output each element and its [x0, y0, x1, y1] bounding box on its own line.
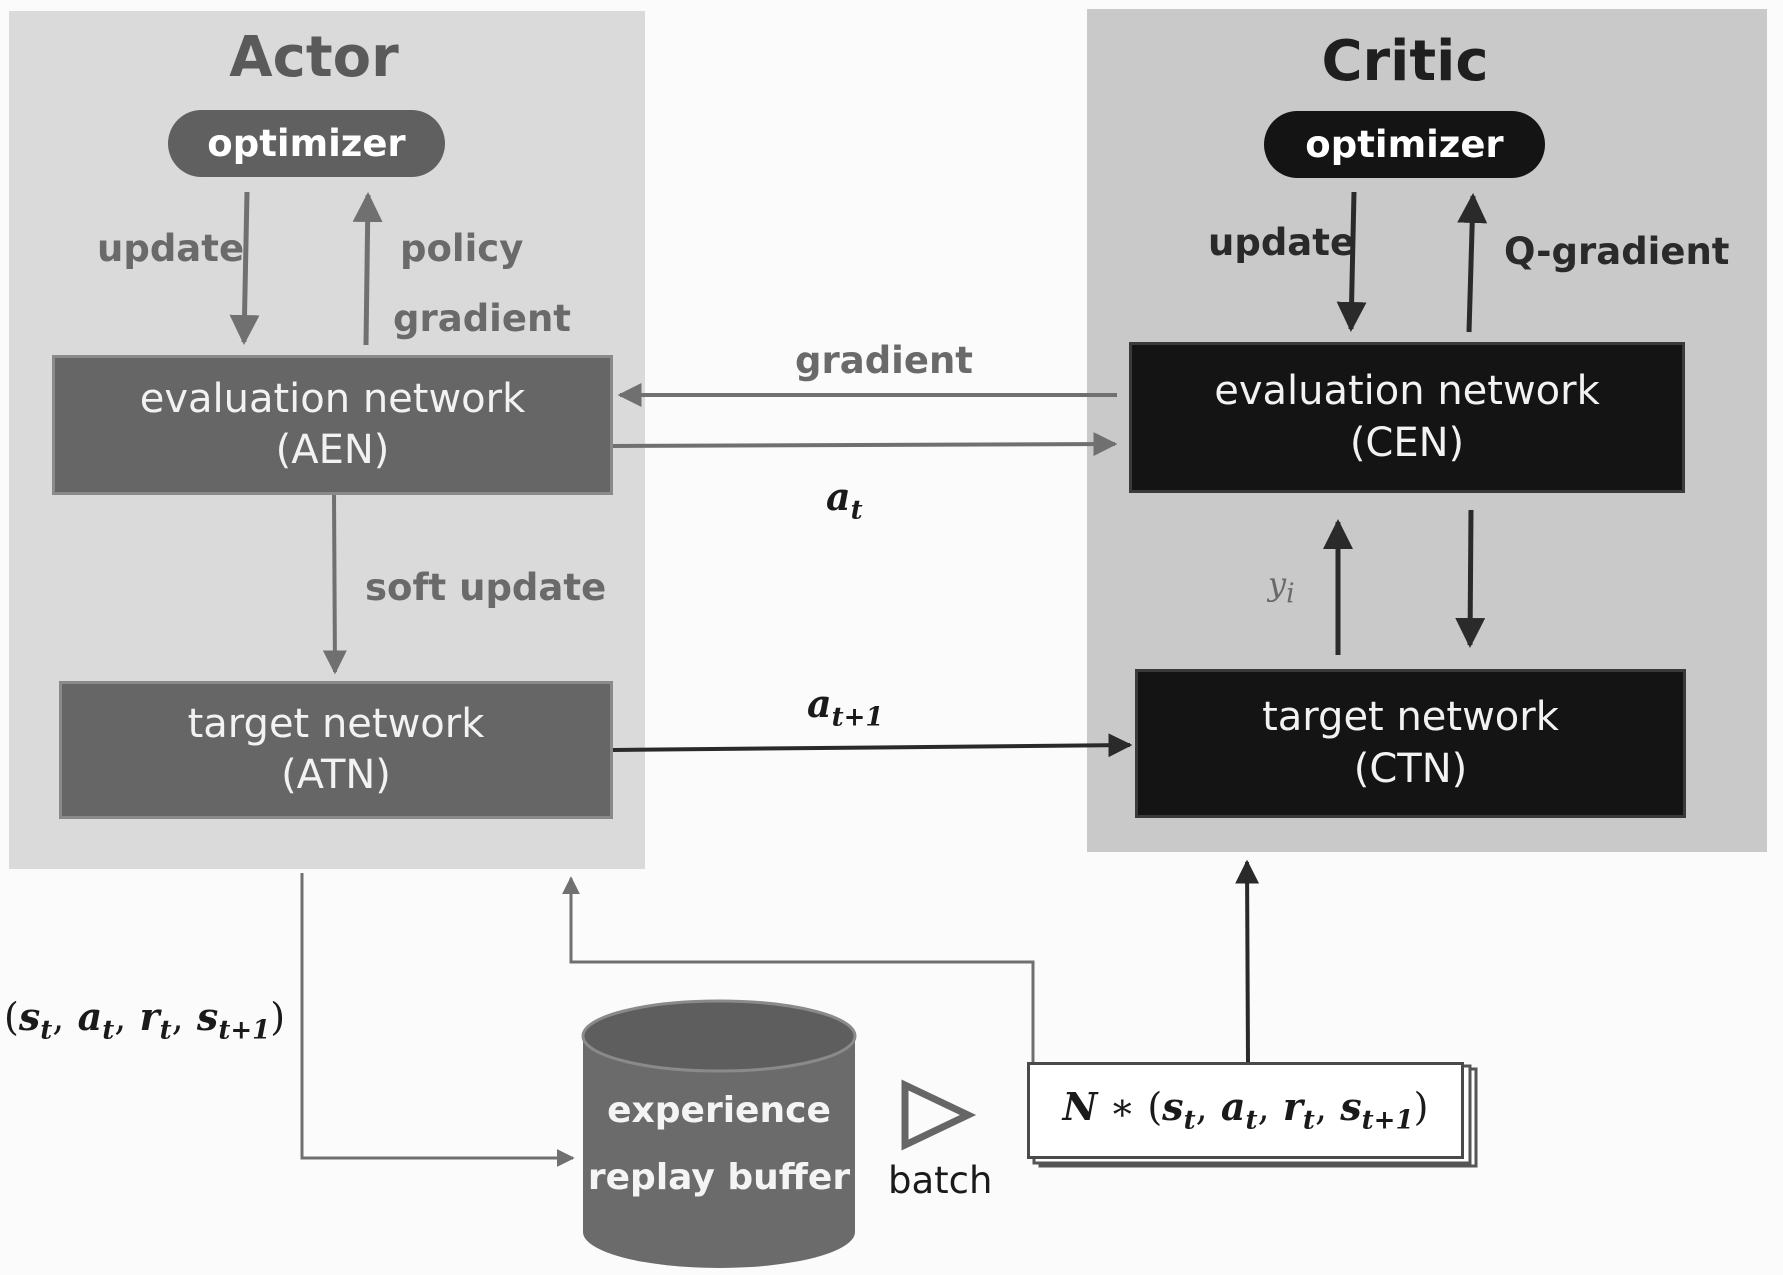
next-action-label: at+1: [807, 681, 884, 733]
critic-optimizer: optimizer: [1264, 111, 1545, 178]
critic-update-arrow: [1336, 191, 1367, 332]
actor-optimizer: optimizer: [168, 110, 445, 177]
aen-abbr: (AEN): [275, 427, 390, 473]
atn-name: target network: [187, 700, 485, 747]
ctn-name: target network: [1262, 694, 1559, 741]
soft-update-label: soft update: [365, 566, 607, 609]
cen-abbr: (CEN): [1349, 419, 1465, 466]
action-arrow: [612, 432, 1118, 457]
replay-buffer-line2: replay buffer: [587, 1157, 851, 1198]
actor-target-network: target network (ATN): [59, 681, 613, 819]
actor-title: Actor: [229, 25, 399, 90]
ctn-abbr: (CTN): [1353, 745, 1468, 792]
cen-name: evaluation network: [1214, 368, 1600, 415]
actor-update-label: update: [97, 227, 245, 270]
replay-buffer-cylinder: [581, 999, 857, 1268]
action-label: at: [826, 474, 863, 526]
batch-to-critic-arrow: [1235, 859, 1260, 1063]
replay-buffer-line1: experience: [607, 1090, 831, 1132]
next-action-arrow: [612, 733, 1133, 758]
actor-policy-label: policy: [400, 227, 524, 270]
soft-update-arrow: [322, 492, 347, 675]
cen-to-ctn-arrow: [1455, 509, 1486, 648]
batch-sample-label: N ∗ (st, at, rt, st+1): [1062, 1083, 1429, 1136]
critic-title: Critic: [1321, 29, 1489, 94]
atn-abbr: (ATN): [281, 752, 391, 798]
actor-gradient-label: gradient: [393, 297, 571, 340]
actor-policy-gradient-arrow: [352, 192, 383, 346]
batch-to-actor-arrow: [562, 876, 1035, 1062]
critic-q-gradient-label: Q-gradient: [1504, 230, 1730, 273]
critic-target-network: target network (CTN): [1135, 669, 1686, 818]
yi-label: yi: [1268, 565, 1295, 610]
critic-evaluation-network: evaluation network (CEN): [1129, 342, 1685, 493]
transition-tuple-label: (st, at, rt, st+1): [4, 994, 286, 1046]
aen-name: evaluation network: [139, 375, 526, 422]
critic-q-gradient-arrow: [1457, 193, 1488, 333]
actor-update-arrow: [229, 191, 260, 345]
batch-triangle-icon: [901, 1079, 977, 1151]
batch-label: batch: [888, 1159, 993, 1202]
transition-to-buffer-arrow: [300, 873, 575, 1167]
gradient-label: gradient: [795, 339, 973, 382]
actor-evaluation-network: evaluation network (AEN): [52, 355, 613, 495]
batch-sample-card: N ∗ (st, at, rt, st+1): [1027, 1062, 1464, 1159]
replay-buffer-label: experience replay buffer: [583, 1070, 855, 1220]
critic-update-label: update: [1208, 221, 1356, 264]
